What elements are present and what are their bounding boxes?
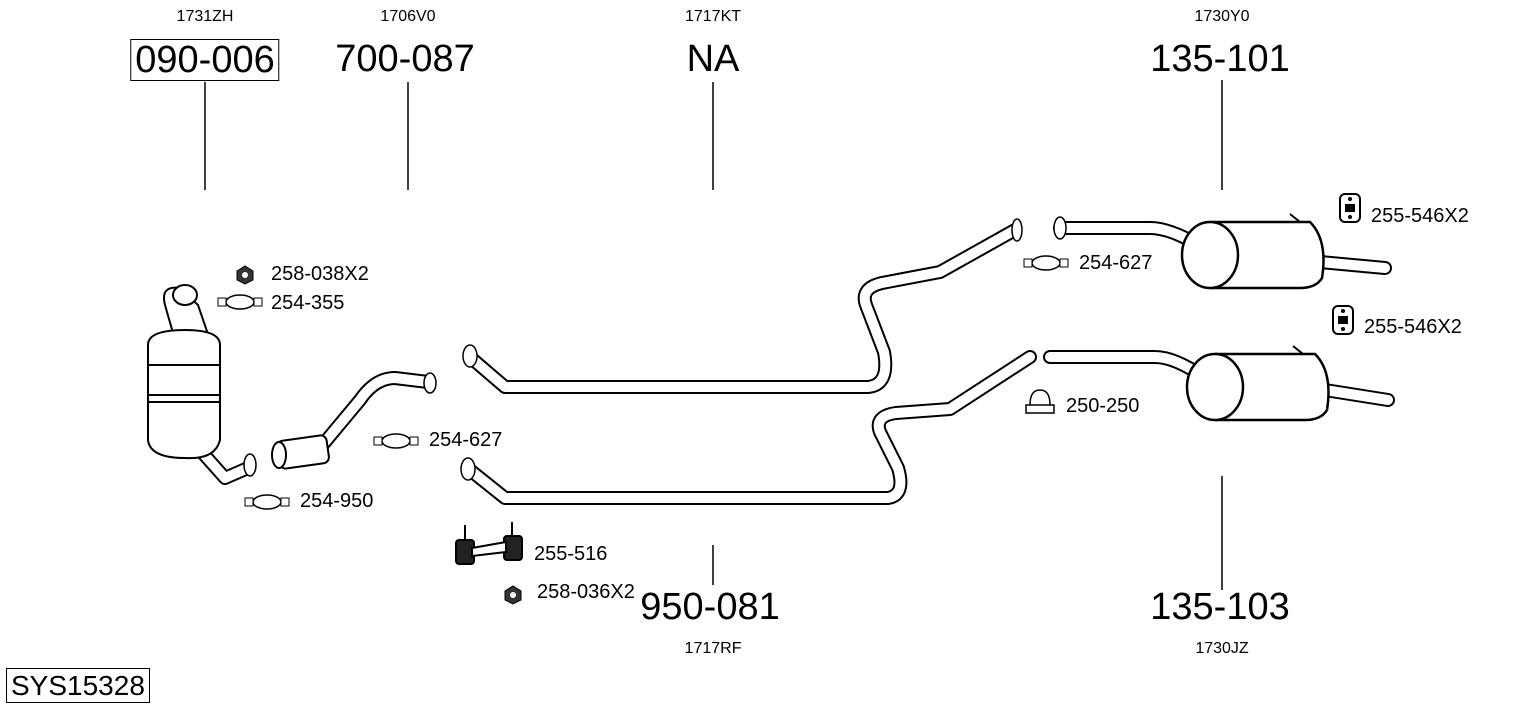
rubber-hanger-icon	[1339, 193, 1361, 223]
catalytic-converter	[147, 284, 221, 460]
accessory-label[interactable]: 258-038X2	[271, 263, 369, 285]
u-clamp-icon	[1025, 389, 1055, 414]
part-code-cat: 1731ZH	[176, 8, 234, 25]
accessory-label[interactable]: 254-627	[429, 429, 503, 451]
accessory-label[interactable]: 254-355	[271, 292, 345, 314]
clamp-icon	[1023, 255, 1069, 271]
accessory-label[interactable]: 254-627	[1079, 252, 1153, 274]
rubber-hanger-icon	[1332, 305, 1354, 335]
accessory-label[interactable]: 255-546X2	[1371, 205, 1469, 227]
nut-icon	[236, 265, 254, 285]
accessory-label[interactable]: 250-250	[1066, 395, 1140, 417]
part-number-mid-pipe-top[interactable]: NA	[686, 38, 740, 80]
accessory-label[interactable]: 255-546X2	[1364, 316, 1462, 338]
part-code-mid-pipe-top: 1717KT	[684, 8, 742, 25]
part-number-cat[interactable]: 090-006	[130, 39, 280, 81]
rear-muffler-top	[1180, 213, 1325, 290]
part-code-mid-pipe-bottom: 1717RF	[684, 640, 742, 657]
part-number-mid-pipe-bottom[interactable]: 950-081	[640, 586, 780, 628]
leader-lines	[204, 80, 1223, 590]
rear-muffler-bottom	[1185, 345, 1330, 422]
part-number-front-pipe[interactable]: 700-087	[335, 38, 475, 80]
clamp-icon	[217, 294, 263, 310]
part-code-front-pipe: 1706V0	[380, 8, 436, 25]
accessory-label[interactable]: 255-516	[534, 543, 608, 565]
clamp-icon	[244, 494, 290, 510]
part-code-rear-bottom: 1730JZ	[1195, 640, 1249, 657]
clamp-icon	[373, 433, 419, 449]
accessory-label[interactable]: 254-950	[300, 490, 374, 512]
system-id: SYS15328	[6, 668, 150, 703]
nut-icon	[504, 585, 522, 605]
flex-pipe	[271, 434, 330, 470]
bracket-icon	[455, 522, 523, 565]
part-number-rear-bottom[interactable]: 135-103	[1150, 586, 1290, 628]
part-code-rear-top: 1730Y0	[1194, 8, 1250, 25]
part-number-rear-top[interactable]: 135-101	[1150, 38, 1290, 80]
accessory-label[interactable]: 258-036X2	[537, 581, 635, 603]
